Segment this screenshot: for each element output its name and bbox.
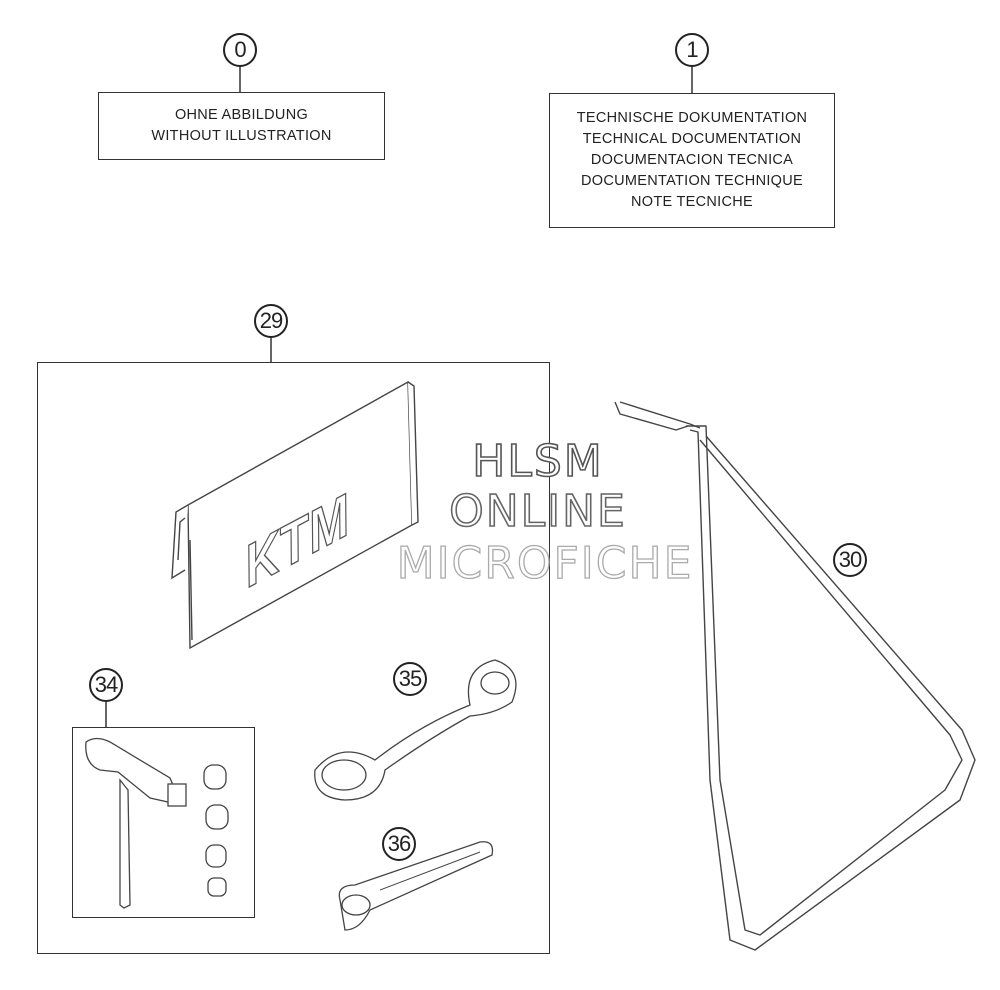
watermark-line-3: MICROFICHE bbox=[396, 537, 694, 589]
technical-documentation-box: TECHNISCHE DOKUMENTATION TECHNICAL DOCUM… bbox=[549, 93, 835, 228]
callout-34[interactable]: 34 bbox=[89, 668, 123, 702]
ring-spanner-drawing bbox=[314, 659, 517, 801]
box-line: DOCUMENTATION TECHNIQUE bbox=[581, 173, 803, 189]
tool-set-frame bbox=[72, 727, 255, 918]
spoke-wrench-drawing bbox=[338, 841, 494, 931]
box-line: DOCUMENTACION TECNICA bbox=[590, 152, 794, 168]
t-handle-wrench-drawing bbox=[85, 737, 229, 909]
callout-36[interactable]: 36 bbox=[382, 827, 416, 861]
without-illustration-box: OHNE ABBILDUNG WITHOUT ILLUSTRATION bbox=[98, 92, 385, 160]
callout-30[interactable]: 30 bbox=[833, 543, 867, 577]
socket-1 bbox=[203, 764, 227, 790]
socket-4 bbox=[207, 877, 227, 897]
tool-kit-frame bbox=[37, 362, 550, 954]
socket-2 bbox=[205, 804, 229, 830]
box-line: OHNE ABBILDUNG bbox=[174, 107, 309, 123]
callout-35[interactable]: 35 bbox=[393, 662, 427, 696]
box-line: WITHOUT ILLUSTRATION bbox=[151, 128, 332, 144]
callout-29[interactable]: 29 bbox=[254, 304, 288, 338]
callout-0[interactable]: 0 bbox=[223, 33, 257, 67]
box-line: NOTE TECNICHE bbox=[630, 194, 754, 210]
tool-pouch-drawing bbox=[171, 380, 419, 650]
box-line: TECHNICAL DOCUMENTATION bbox=[582, 131, 802, 147]
watermark-line-1: HLSM bbox=[471, 435, 604, 488]
kickstand-drawing bbox=[614, 401, 976, 951]
watermark-line-2: ONLINE bbox=[448, 485, 627, 538]
callout-1[interactable]: 1 bbox=[675, 33, 709, 67]
box-line: TECHNISCHE DOKUMENTATION bbox=[576, 110, 808, 126]
socket-3 bbox=[205, 844, 227, 868]
